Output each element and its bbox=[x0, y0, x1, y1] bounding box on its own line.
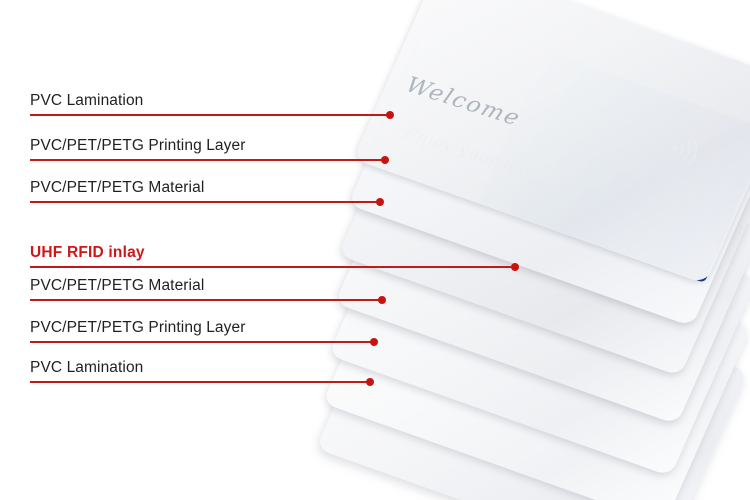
leader-dot bbox=[366, 378, 374, 386]
callout-label: PVC Lamination bbox=[30, 359, 144, 376]
card-script-welcome: Welcome bbox=[402, 72, 525, 132]
leader-line bbox=[30, 299, 382, 301]
leader-line bbox=[30, 381, 370, 383]
leader-line bbox=[30, 201, 380, 203]
leader-line bbox=[30, 341, 374, 343]
callout-label: UHF RFID inlay bbox=[30, 244, 145, 261]
card-layer-pvc-lamination-top: Welcome bbox=[353, 0, 750, 284]
leader-dot bbox=[370, 338, 378, 346]
callout-label: PVC/PET/PETG Printing Layer bbox=[30, 137, 246, 154]
callout-label: PVC Lamination bbox=[30, 92, 144, 109]
leader-dot bbox=[376, 198, 384, 206]
leader-line bbox=[30, 159, 385, 161]
leader-line bbox=[30, 114, 390, 116]
callout-label: PVC/PET/PETG Material bbox=[30, 277, 205, 294]
leader-dot bbox=[511, 263, 519, 271]
leader-line bbox=[30, 266, 515, 268]
callout-label: PVC/PET/PETG Material bbox=[30, 179, 205, 196]
leader-dot bbox=[381, 156, 389, 164]
leader-dot bbox=[378, 296, 386, 304]
leader-dot bbox=[386, 111, 394, 119]
callout-label: PVC/PET/PETG Printing Layer bbox=[30, 319, 246, 336]
